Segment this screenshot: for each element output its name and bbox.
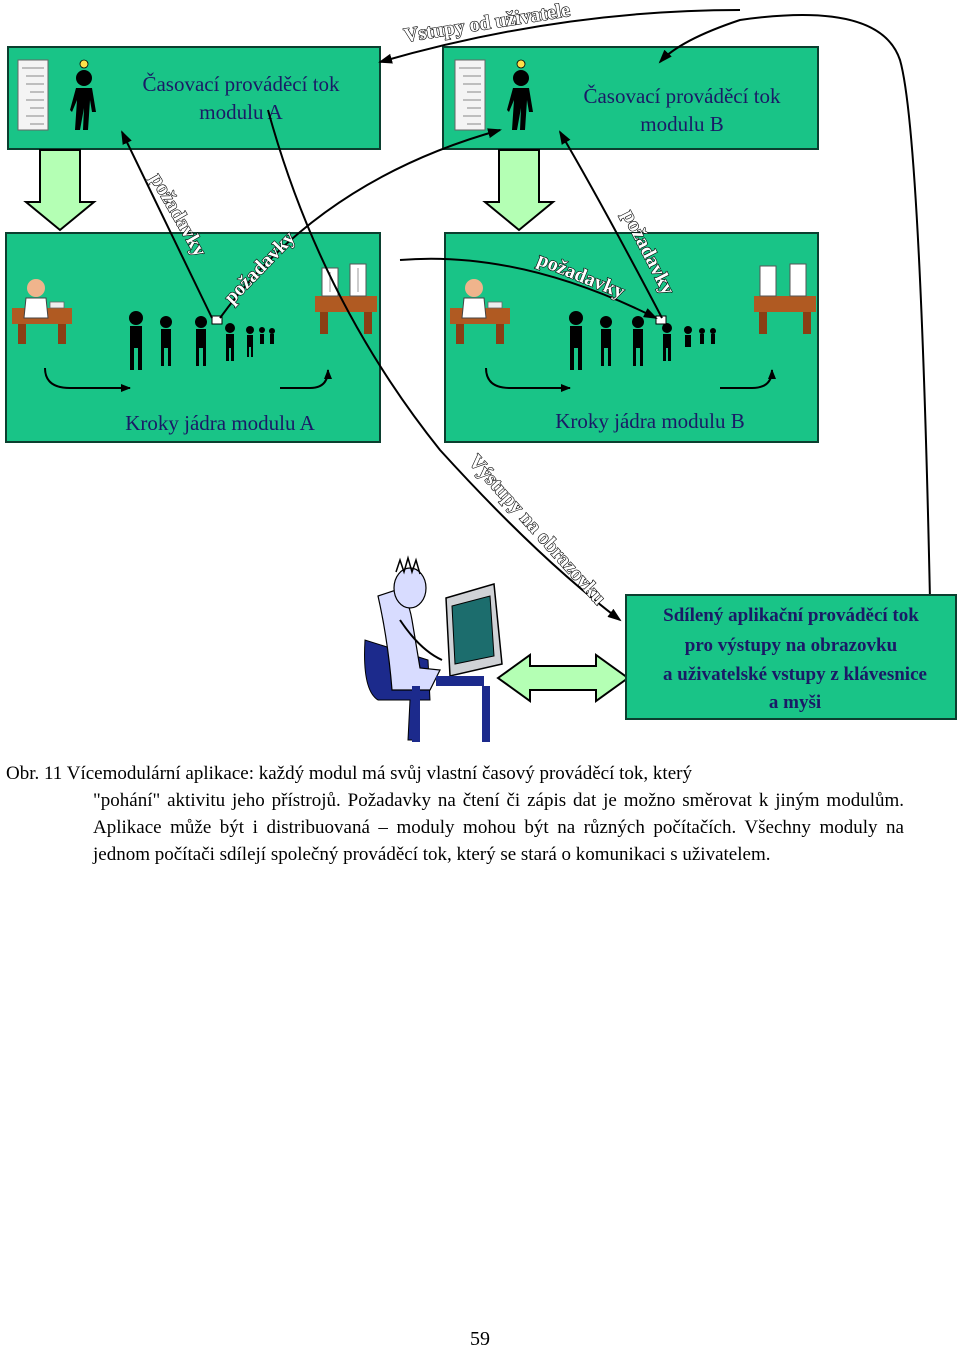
top-input-label: Vstupy od uživatele (402, 0, 572, 48)
thinking-person-icon (507, 59, 533, 130)
module-b-thread-box: Časovací prováděcí tok modulu B (442, 46, 819, 150)
figure-caption: Obr. 11 Vícemodulární aplikace: každý mo… (6, 760, 904, 868)
requests-arrow-b-to-a (399, 257, 658, 319)
user-at-computer-icon (364, 555, 503, 742)
person-at-desk-icon (450, 279, 510, 344)
shared-thread-line2: pro výstupy na obrazovku (685, 635, 898, 656)
screen-output-arrow (267, 109, 622, 622)
module-a-core-label: Kroky jádra modulu A (125, 411, 315, 435)
person-at-desk-icon (12, 279, 72, 344)
shared-thread-line4: a myši (769, 692, 821, 713)
shared-thread-line1: Sdílený aplikační prováděcí tok (663, 605, 919, 626)
module-a-thread-box: Časovací prováděcí tok modulu A (7, 46, 381, 150)
worker-figures-icon (129, 311, 275, 370)
file-tree-icon (17, 59, 49, 131)
module-b-core-box: Kroky jádra modulu B (444, 232, 819, 443)
module-b-core-label: Kroky jádra modulu B (555, 409, 745, 433)
page-number: 59 (470, 1328, 490, 1350)
caption-text-line1: Vícemodulární aplikace: každý modul má s… (66, 763, 692, 784)
caption-label: Obr. 11 (6, 763, 63, 784)
file-tree-icon (454, 59, 486, 131)
requests-arrow-b-up (558, 130, 663, 319)
shared-thread-box: Sdílený aplikační prováděcí tok pro výst… (625, 594, 957, 720)
down-arrow-b (482, 149, 556, 232)
requests-arrow-a-to-b (219, 128, 502, 319)
request-note-icon (211, 315, 223, 325)
module-b-thread-line1: Časovací prováděcí tok (583, 84, 781, 108)
multimodule-diagram: Časovací prováděcí tok modulu A Časovací… (5, 0, 957, 742)
module-a-thread-line1: Časovací prováděcí tok (142, 72, 340, 96)
module-b-thread-line2: modulu B (640, 112, 723, 136)
user-input-arrow-b (658, 14, 931, 601)
down-arrow-a (23, 149, 97, 232)
caption-text-rest: "pohání" aktivitu jeho přístrojů. Požada… (93, 790, 904, 865)
thinking-person-icon (70, 59, 96, 130)
papers-desk-icon (315, 263, 377, 334)
shared-thread-line3: a uživatelské vstupy z klávesnice (663, 664, 927, 685)
screen-output-label: Výstupy na obrazovku (464, 451, 610, 609)
module-a-core-box: Kroky jádra modulu A (5, 232, 381, 443)
bidirectional-arrow (496, 653, 630, 703)
worker-figures-icon (569, 311, 716, 370)
svg-text:Vstupy od uživatele: Vstupy od uživatele (402, 0, 571, 47)
user-input-arrow-a (378, 9, 741, 64)
requests-arrow-a-up (121, 130, 213, 319)
papers-desk-icon (754, 263, 816, 334)
